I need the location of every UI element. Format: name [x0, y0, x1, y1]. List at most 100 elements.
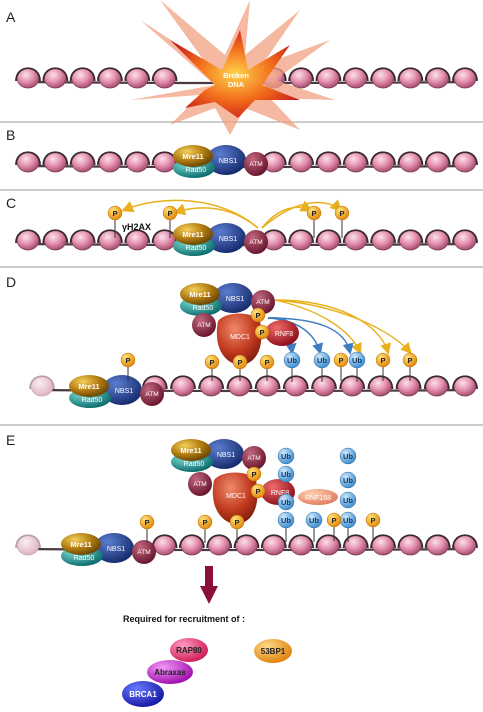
- nucleosome: [69, 151, 96, 173]
- phosphate-label: P: [255, 487, 260, 496]
- phosphate-label: P: [234, 518, 239, 527]
- mre11-label: Mre11: [182, 230, 203, 239]
- nucleosome: [397, 67, 424, 89]
- nucleosome: [97, 67, 123, 89]
- atm-label: ATM: [145, 391, 158, 398]
- rnf8-label: RNF8: [275, 331, 293, 338]
- phosphate-label: P: [339, 209, 344, 218]
- nucleosome: [452, 534, 478, 556]
- phosphate-marker: P: [232, 354, 248, 381]
- ubiquitin-marker: Ub: [277, 447, 295, 465]
- atm-phosphorylation-arrows: [121, 199, 343, 229]
- nucleosome: [370, 151, 396, 173]
- atm-label: ATM: [247, 455, 260, 462]
- rnf8-label: RNF8: [271, 490, 289, 497]
- nucleosome: [288, 151, 315, 173]
- nucleosome: [124, 229, 151, 251]
- phosphate-label: P: [209, 358, 214, 367]
- nbs1-label: NBS1: [219, 236, 237, 243]
- ubiquitin-label: Ub: [281, 498, 291, 507]
- mre11-label: Mre11: [182, 152, 203, 161]
- nucleosome: [260, 534, 287, 556]
- atm-label: ATM: [256, 299, 269, 306]
- ubiquitin-marker: Ub: [313, 351, 331, 382]
- nucleosome: [178, 534, 205, 556]
- nucleosome: [342, 229, 369, 251]
- rap80-protein: RAP80: [170, 638, 208, 662]
- nucleosome: [342, 67, 369, 89]
- rad50-label: Rad50: [74, 555, 95, 562]
- ubiquitin-label: Ub: [343, 476, 353, 485]
- nucleosome: [233, 534, 260, 556]
- ubiquitin-label: Ub: [309, 516, 319, 525]
- abraxas-protein: Abraxas: [147, 660, 193, 684]
- nucleosome: [315, 229, 342, 251]
- nucleosome: [397, 151, 424, 173]
- nucleosome: [124, 151, 151, 173]
- panel-a: A Broken DNA: [6, 0, 478, 135]
- phosphate-label: P: [370, 516, 375, 525]
- nucleosome: [288, 534, 315, 556]
- nucleosome: [198, 375, 225, 397]
- nucleosome: [15, 67, 41, 89]
- nucleosome: [170, 375, 196, 397]
- ubiquitin-marker: Ub: [305, 511, 323, 542]
- nucleosome: [42, 229, 69, 251]
- rad50-label: Rad50: [82, 397, 103, 404]
- ubiquitin-marker: Ub: [348, 351, 366, 382]
- ubiquitin-label: Ub: [281, 470, 291, 479]
- panel-c-label: C: [6, 195, 16, 211]
- nucleosome: [226, 375, 253, 397]
- mdc1-label: MDC1: [230, 334, 250, 341]
- brca1-label: BRCA1: [129, 690, 157, 699]
- ubiquitin-marker: Ub: [277, 511, 295, 542]
- phosphate-label: P: [407, 356, 412, 365]
- nucleosome: [15, 151, 41, 173]
- nucleosome: [124, 67, 151, 89]
- atm-label: ATM: [249, 161, 262, 168]
- phosphate-label: P: [331, 516, 336, 525]
- 53bp1-label: 53BP1: [261, 647, 286, 656]
- phosphate-marker: P: [259, 354, 275, 381]
- nucleosome: [151, 534, 178, 556]
- abraxas-label: Abraxas: [154, 668, 186, 677]
- nucleosome: [395, 375, 422, 397]
- phosphate-marker: P: [204, 354, 220, 381]
- nucleosome: [452, 375, 478, 397]
- phosphate-marker: P: [120, 352, 136, 381]
- phosphate-marker: P: [250, 483, 266, 499]
- phosphate-marker: P: [375, 352, 391, 381]
- nucleosome: [367, 375, 394, 397]
- nbs1-label: NBS1: [115, 388, 133, 395]
- rad50-label: Rad50: [184, 461, 205, 468]
- dna-strand-e: [15, 534, 478, 556]
- nucleosome: [69, 67, 96, 89]
- down-arrow: [200, 566, 218, 604]
- nbs1-label: NBS1: [226, 296, 244, 303]
- ubiquitin-label: Ub: [343, 452, 353, 461]
- mre11-label: Mre11: [189, 290, 210, 299]
- phosphate-marker: P: [326, 512, 342, 541]
- phosphate-label: P: [264, 358, 269, 367]
- mdc1-label: MDC1: [226, 493, 246, 500]
- nucleosome: [342, 151, 369, 173]
- phosphate-marker: P: [246, 466, 262, 482]
- atm-label: ATM: [193, 481, 206, 488]
- phosphate-label: P: [237, 358, 242, 367]
- nucleosome: [254, 375, 281, 397]
- phosphate-marker: P: [334, 205, 350, 238]
- phosphate-marker: P: [250, 307, 266, 323]
- panel-b-label: B: [6, 127, 15, 143]
- broken-dna-label-line1: Broken: [223, 71, 249, 80]
- ubiquitin-label: Ub: [343, 496, 353, 505]
- nucleosome: [151, 151, 178, 173]
- rad50-label: Rad50: [193, 305, 214, 312]
